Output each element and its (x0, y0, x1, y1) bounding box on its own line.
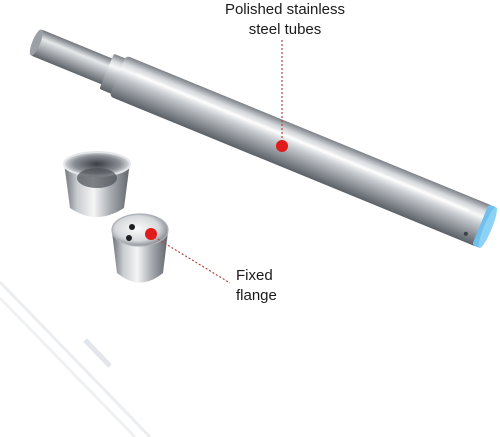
marker-dot-polished (276, 140, 288, 152)
steel-tube-assembly (29, 29, 497, 249)
callout-flange (145, 228, 231, 284)
annotation-polished-line1: Polished stainless (224, 1, 346, 18)
annotation-polished-line2: steel tubes (248, 21, 322, 38)
annotation-fixed-flange: Fixed flange (236, 266, 296, 306)
callout-polished (276, 40, 288, 152)
marker-dot-flange (145, 228, 157, 240)
white-rods (0, 280, 152, 437)
annotation-flange-line1: Fixed (236, 267, 273, 284)
open-cap (63, 151, 131, 217)
flanged-cap (111, 213, 169, 283)
annotation-flange-line2: flange (236, 287, 277, 304)
annotation-polished-steel: Polished stainless steel tubes (210, 0, 360, 40)
